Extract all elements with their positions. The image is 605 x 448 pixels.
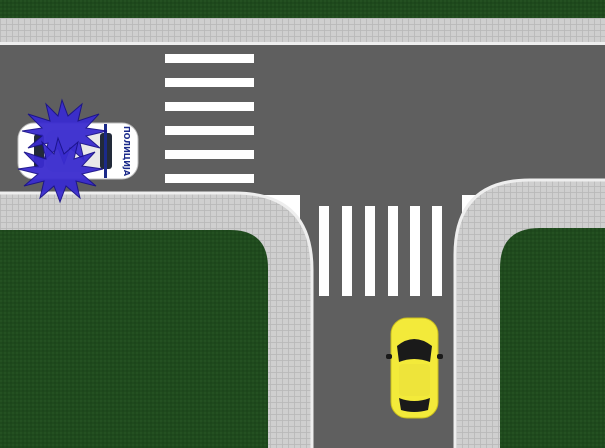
yellow-car-mirror-right xyxy=(437,354,443,359)
crosswalk-stripe xyxy=(165,78,254,87)
sidewalk-top xyxy=(0,18,605,44)
crosswalk-stripe xyxy=(165,54,254,63)
crosswalk-stripe xyxy=(365,206,375,296)
crosswalk-stripe xyxy=(342,206,352,296)
crosswalk-stripe xyxy=(410,206,420,296)
crosswalk-stripe xyxy=(165,102,254,111)
crosswalk-stripe xyxy=(319,206,329,296)
yellow-car-mirror-left xyxy=(386,354,392,359)
grass-bottom-right xyxy=(500,228,605,448)
curb-top xyxy=(0,42,605,45)
yellow-car xyxy=(386,318,443,418)
crosswalk-stripe xyxy=(165,126,254,135)
crosswalk-stripe xyxy=(432,206,442,296)
police-car-label: ПОЛИЦИЈА xyxy=(122,126,131,177)
crosswalk-stripe xyxy=(165,150,254,159)
grass-bottom-left xyxy=(0,230,268,448)
crosswalk-stripe xyxy=(388,206,398,296)
yellow-car-roof xyxy=(399,364,430,396)
crosswalk-stripe xyxy=(165,174,254,183)
grass-top xyxy=(0,0,605,18)
